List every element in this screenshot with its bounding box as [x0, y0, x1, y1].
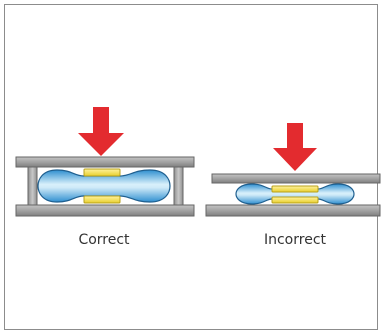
left-post	[27, 166, 38, 206]
incorrect-panel: Incorrect	[205, 123, 381, 248]
bladder	[37, 169, 171, 203]
down-arrow-icon	[273, 123, 317, 171]
correct-label: Correct	[78, 232, 130, 248]
bottom-plate	[205, 204, 381, 217]
bladder	[235, 183, 355, 205]
top-plate	[211, 173, 381, 184]
down-arrow-icon	[78, 107, 124, 156]
right-post	[173, 166, 184, 206]
bottom-plate	[15, 204, 195, 217]
spacer-bottom	[271, 196, 319, 204]
spacer-top	[271, 185, 319, 193]
correct-panel: Correct	[15, 107, 195, 248]
incorrect-label: Incorrect	[264, 232, 327, 248]
top-plate	[15, 156, 195, 168]
spacer-top	[83, 168, 121, 177]
spacer-bottom	[83, 195, 121, 204]
